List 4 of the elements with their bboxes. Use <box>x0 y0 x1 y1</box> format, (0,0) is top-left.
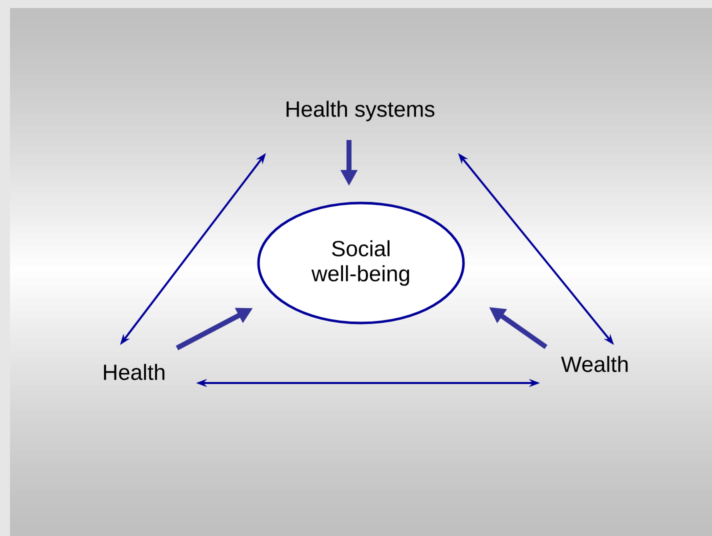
text-label: Health systems <box>286 100 434 122</box>
text-label: Health <box>104 364 164 380</box>
ellipse-node: Social well-being <box>257 202 465 324</box>
text-label: Wealth <box>561 356 628 372</box>
